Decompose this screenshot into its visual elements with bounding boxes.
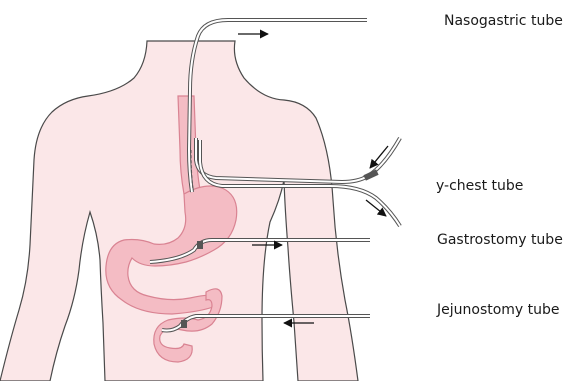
gastrostomy-tube-label: Gastrostomy tube: [437, 233, 563, 247]
jejunostomy-tube-label: Jejunostomy tube: [437, 303, 560, 317]
y-chest-tube-label: y-chest tube: [436, 179, 523, 193]
nasogastric-tube-label: Nasogastric tube: [444, 14, 563, 28]
